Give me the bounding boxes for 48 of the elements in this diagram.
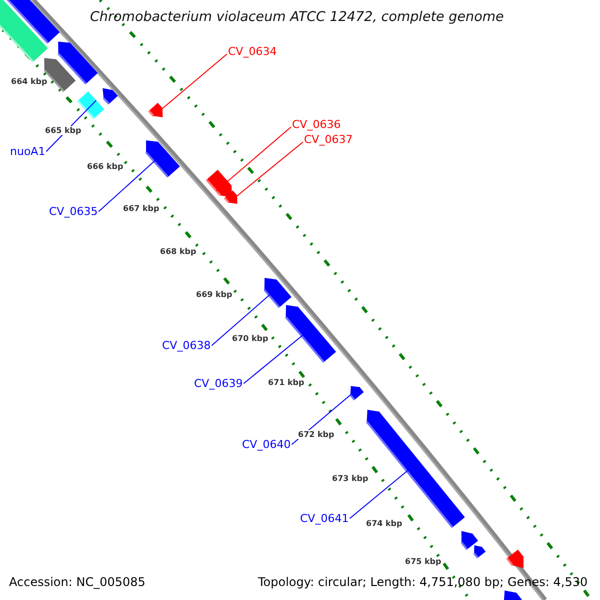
gene-label: CV_0634: [228, 45, 277, 58]
leader-line: [228, 142, 304, 204]
leader-line: [98, 150, 166, 212]
scale-label: 664 kbp: [10, 77, 48, 86]
gene-label: CV_0635: [49, 205, 98, 218]
scale-label: 665 kbp: [44, 126, 82, 135]
leader-line: [349, 460, 420, 519]
leader-line: [153, 54, 228, 117]
scale-label: 675 kbp: [404, 557, 442, 566]
gene-label: nuoA1: [10, 145, 46, 158]
gene-feature: [145, 140, 180, 178]
leader-line: [243, 325, 315, 384]
gene-label: CV_0638: [162, 339, 211, 352]
scale-label: 674 kbp: [365, 519, 404, 528]
scale-label: 669 kbp: [195, 290, 234, 299]
gene-feature: [102, 88, 118, 105]
gene-feature: [77, 91, 104, 120]
gene-feature: [6, 0, 60, 44]
scale-label: 670 kbp: [231, 334, 270, 343]
leader-line: [291, 386, 360, 445]
gene-label: CV_0637: [304, 133, 353, 146]
gene-feature: [460, 530, 478, 550]
gene-feature: [224, 190, 238, 204]
scale-label: 671 kbp: [267, 378, 306, 387]
gene-label: CV_0640: [242, 438, 291, 451]
gene-feature: [506, 550, 524, 568]
gene-feature: [473, 545, 486, 558]
gene-feature: [284, 305, 336, 363]
leader-line: [216, 126, 292, 192]
gene-feature: [264, 278, 292, 308]
gene-feature: [58, 42, 98, 85]
gene-feature: [206, 170, 232, 198]
gene-feature: [0, 0, 48, 62]
title: Chromobacterium violaceum ATCC 12472, complete genome: [90, 9, 504, 25]
footer-note: Topology: circular; Length: 4,751,080 bp; Genes: 4,530: [258, 575, 588, 589]
scale-label: 672 kbp: [297, 430, 336, 439]
gene-label: CV_0639: [194, 377, 243, 390]
gene-label: CV_0641: [300, 512, 349, 525]
footer-note: Accession: NC_005085: [9, 575, 146, 589]
scale-label: 673 kbp: [331, 474, 370, 483]
scale-label: 668 kbp: [159, 247, 198, 256]
gene-feature: [366, 410, 465, 528]
scale-label: 667 kbp: [122, 204, 160, 213]
gene-label: CV_0636: [292, 118, 341, 131]
scale-label: 666 kbp: [86, 162, 124, 171]
leader-line: [211, 284, 282, 346]
gene-feature: [350, 386, 364, 400]
gene-feature: [148, 102, 163, 118]
